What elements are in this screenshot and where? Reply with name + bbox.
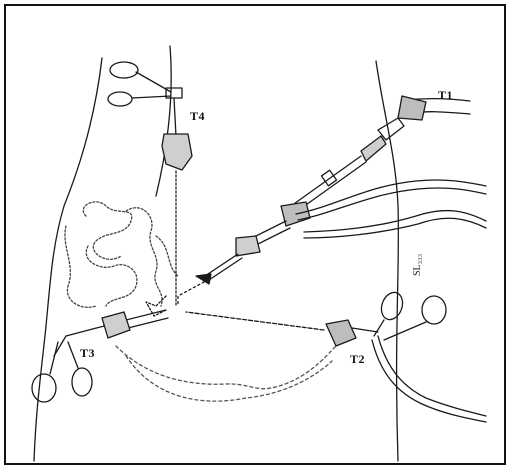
t3-instrument <box>32 310 168 402</box>
t1-instrument <box>196 96 470 284</box>
figure-frame: T1 T4 T2 T3 SL₃₃₃ <box>4 4 506 465</box>
t4-label: T4 <box>190 109 205 124</box>
t3-handle-ring-right <box>72 368 92 396</box>
body-outline-inner <box>156 46 171 196</box>
laparoscopic-trocar-illustration <box>6 6 508 467</box>
cable-upper <box>296 180 486 214</box>
t4-instrument <box>108 62 192 306</box>
intestine-loops <box>65 202 178 307</box>
t2-label: T2 <box>350 352 365 367</box>
body-outline-left <box>34 58 102 461</box>
t2-shaft <box>186 312 324 330</box>
t2-handle-ring-bottom <box>422 296 446 324</box>
t4-handle-ring-top <box>110 62 138 78</box>
t2-instrument <box>186 289 486 422</box>
t3-handle-ring-left <box>32 374 56 402</box>
t2-handle-ring-top <box>378 289 406 322</box>
t4-handle-ring-bottom <box>108 92 132 106</box>
t3-label: T3 <box>80 346 95 361</box>
body-outline-right <box>376 61 398 461</box>
pelvic-outline <box>116 346 336 389</box>
t1-label: T1 <box>438 88 453 103</box>
side-label: SL₃₃₃ <box>412 254 423 276</box>
